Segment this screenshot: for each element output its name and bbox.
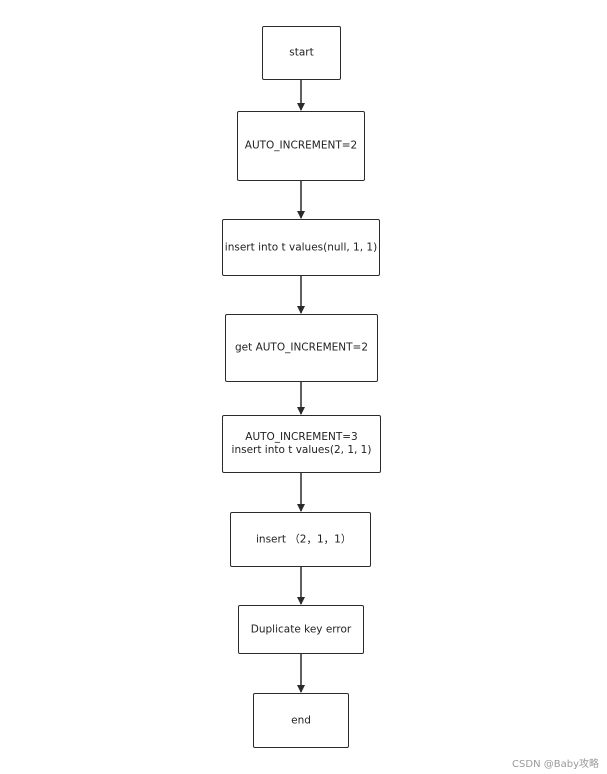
node-insert-row: insert （2，1，1） xyxy=(230,512,371,567)
node-insert-null: insert into t values(null, 1, 1) xyxy=(222,219,380,276)
node-insert-null-label: insert into t values(null, 1, 1) xyxy=(224,241,378,253)
node-duplicate-error-label: Duplicate key error xyxy=(250,623,352,635)
node-start-label: start xyxy=(289,46,314,59)
node-set-auto-increment-label: AUTO_INCREMENT=2 xyxy=(244,139,358,152)
node-end: end xyxy=(253,693,349,748)
watermark: CSDN @Baby攻略 xyxy=(512,759,599,770)
node-get-auto-increment: get AUTO_INCREMENT=2 xyxy=(225,314,378,382)
node-set-auto-increment: AUTO_INCREMENT=2 xyxy=(237,111,365,181)
node-update-and-insert-line1: AUTO_INCREMENT=3 xyxy=(245,431,358,443)
node-get-auto-increment-label: get AUTO_INCREMENT=2 xyxy=(234,341,369,354)
node-insert-row-label: insert （2，1，1） xyxy=(256,533,352,545)
node-end-label: end xyxy=(291,714,311,726)
node-update-and-insert-line2: insert into t values(2, 1, 1) xyxy=(231,444,372,456)
node-start: start xyxy=(262,26,341,80)
node-duplicate-error: Duplicate key error xyxy=(238,605,364,654)
node-update-and-insert: AUTO_INCREMENT=3 insert into t values(2,… xyxy=(222,415,381,473)
